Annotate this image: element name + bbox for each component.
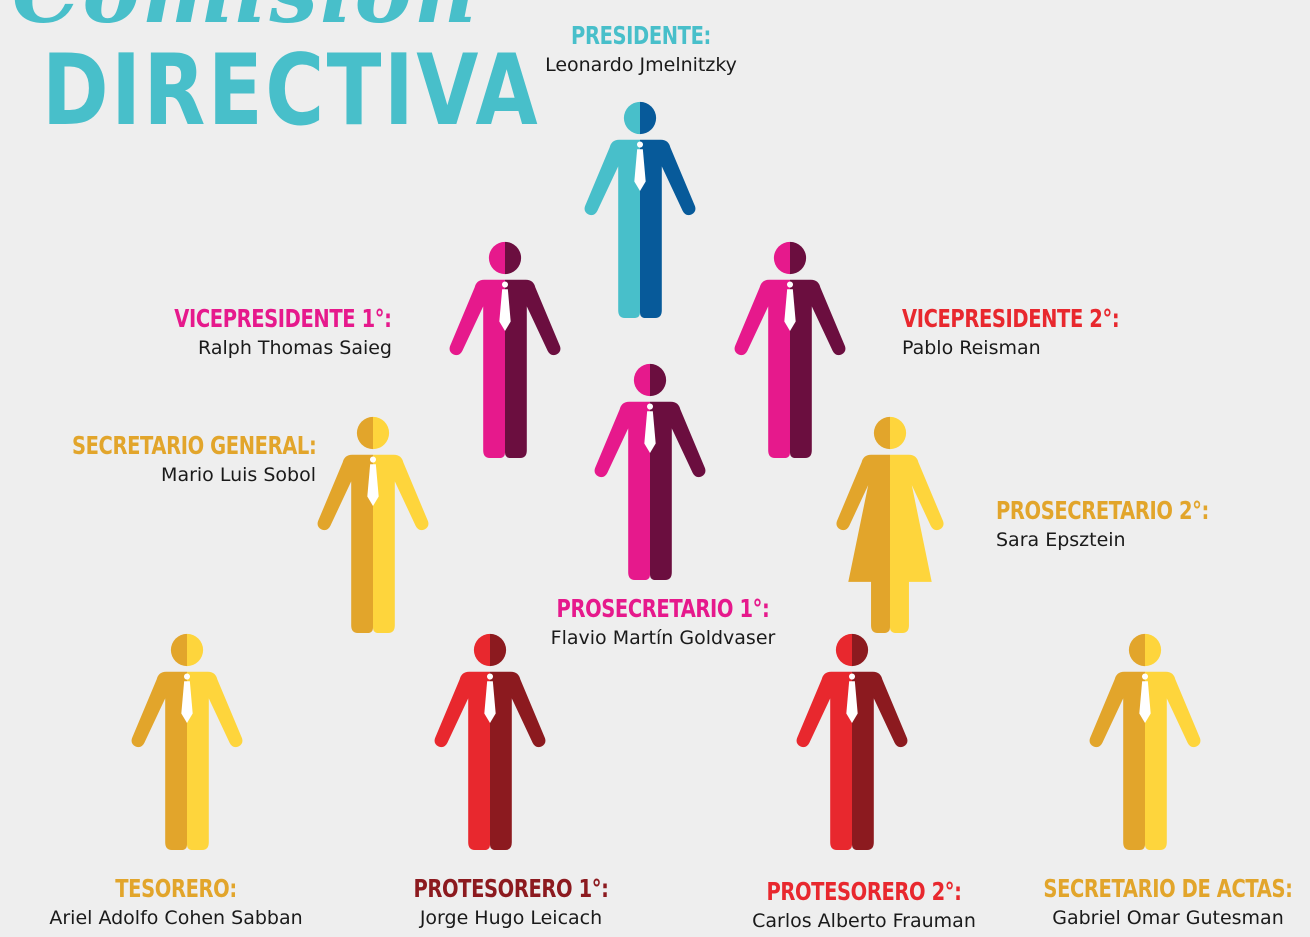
member-presidente: PRESIDENTE: Leonardo Jmelnitzky <box>545 22 737 77</box>
member-vicepresidente-2: VICEPRESIDENTE 2°: Pablo Reisman <box>902 305 1181 360</box>
man-icon <box>1089 633 1201 850</box>
member-prosecretario-2: PROSECRETARIO 2°: Sara Epsztein <box>996 497 1269 552</box>
member-name: Gabriel Omar Gutesman <box>1052 907 1284 929</box>
member-vicepresidente-1: VICEPRESIDENTE 1°: Ralph Thomas Saieg <box>113 304 393 360</box>
member-role: VICEPRESIDENTE 1°: <box>174 304 393 333</box>
man-icon <box>131 633 243 850</box>
man-icon <box>594 363 706 580</box>
member-name: Ariel Adolfo Cohen Sabban <box>49 907 303 929</box>
member-role: PROTESORERO 1°: <box>413 874 609 903</box>
member-name: Carlos Alberto Frauman <box>752 910 976 932</box>
member-prosecretario-1: PROSECRETARIO 1°: Flavio Martín Goldvase… <box>527 595 800 650</box>
member-role: SECRETARIO DE ACTAS: <box>1043 874 1293 903</box>
member-secretario-de-actas: SECRETARIO DE ACTAS: Gabriel Omar Gutesm… <box>1008 875 1310 930</box>
member-role: PROSECRETARIO 2°: <box>996 496 1209 525</box>
member-role: PRESIDENTE: <box>571 21 711 50</box>
man-icon <box>317 416 429 633</box>
woman-icon <box>836 416 944 633</box>
member-protesorero-1: PROTESORERO 1°: Jorge Hugo Leicach <box>386 875 636 930</box>
member-name: Mario Luis Sobol <box>161 464 316 486</box>
member-name: Ralph Thomas Saieg <box>198 337 392 359</box>
member-name: Sara Epsztein <box>996 529 1126 551</box>
member-role: PROSECRETARIO 1°: <box>556 594 770 623</box>
member-protesorero-2: PROTESORERO 2°: Carlos Alberto Frauman <box>739 878 989 933</box>
man-icon <box>434 633 546 850</box>
member-role: VICEPRESIDENTE 2°: <box>902 304 1120 333</box>
member-role: PROTESORERO 2°: <box>766 877 962 906</box>
member-tesorero: TESORERO: Ariel Adolfo Cohen Sabban <box>49 875 302 930</box>
member-name: Pablo Reisman <box>902 337 1041 359</box>
man-icon <box>584 101 696 318</box>
title-script: Comisión <box>12 0 478 43</box>
man-icon <box>734 241 846 458</box>
man-icon <box>796 633 908 850</box>
member-name: Leonardo Jmelnitzky <box>545 54 737 76</box>
member-role: TESORERO: <box>115 874 237 903</box>
member-role: SECRETARIO GENERAL: <box>71 431 317 460</box>
member-name: Jorge Hugo Leicach <box>419 907 603 929</box>
man-icon <box>449 241 561 458</box>
page-title: DIRECTIVA <box>42 34 541 148</box>
member-name: Flavio Martín Goldvaser <box>550 627 776 649</box>
member-secretario-general: SECRETARIO GENERAL: Mario Luis Sobol <box>3 431 317 487</box>
